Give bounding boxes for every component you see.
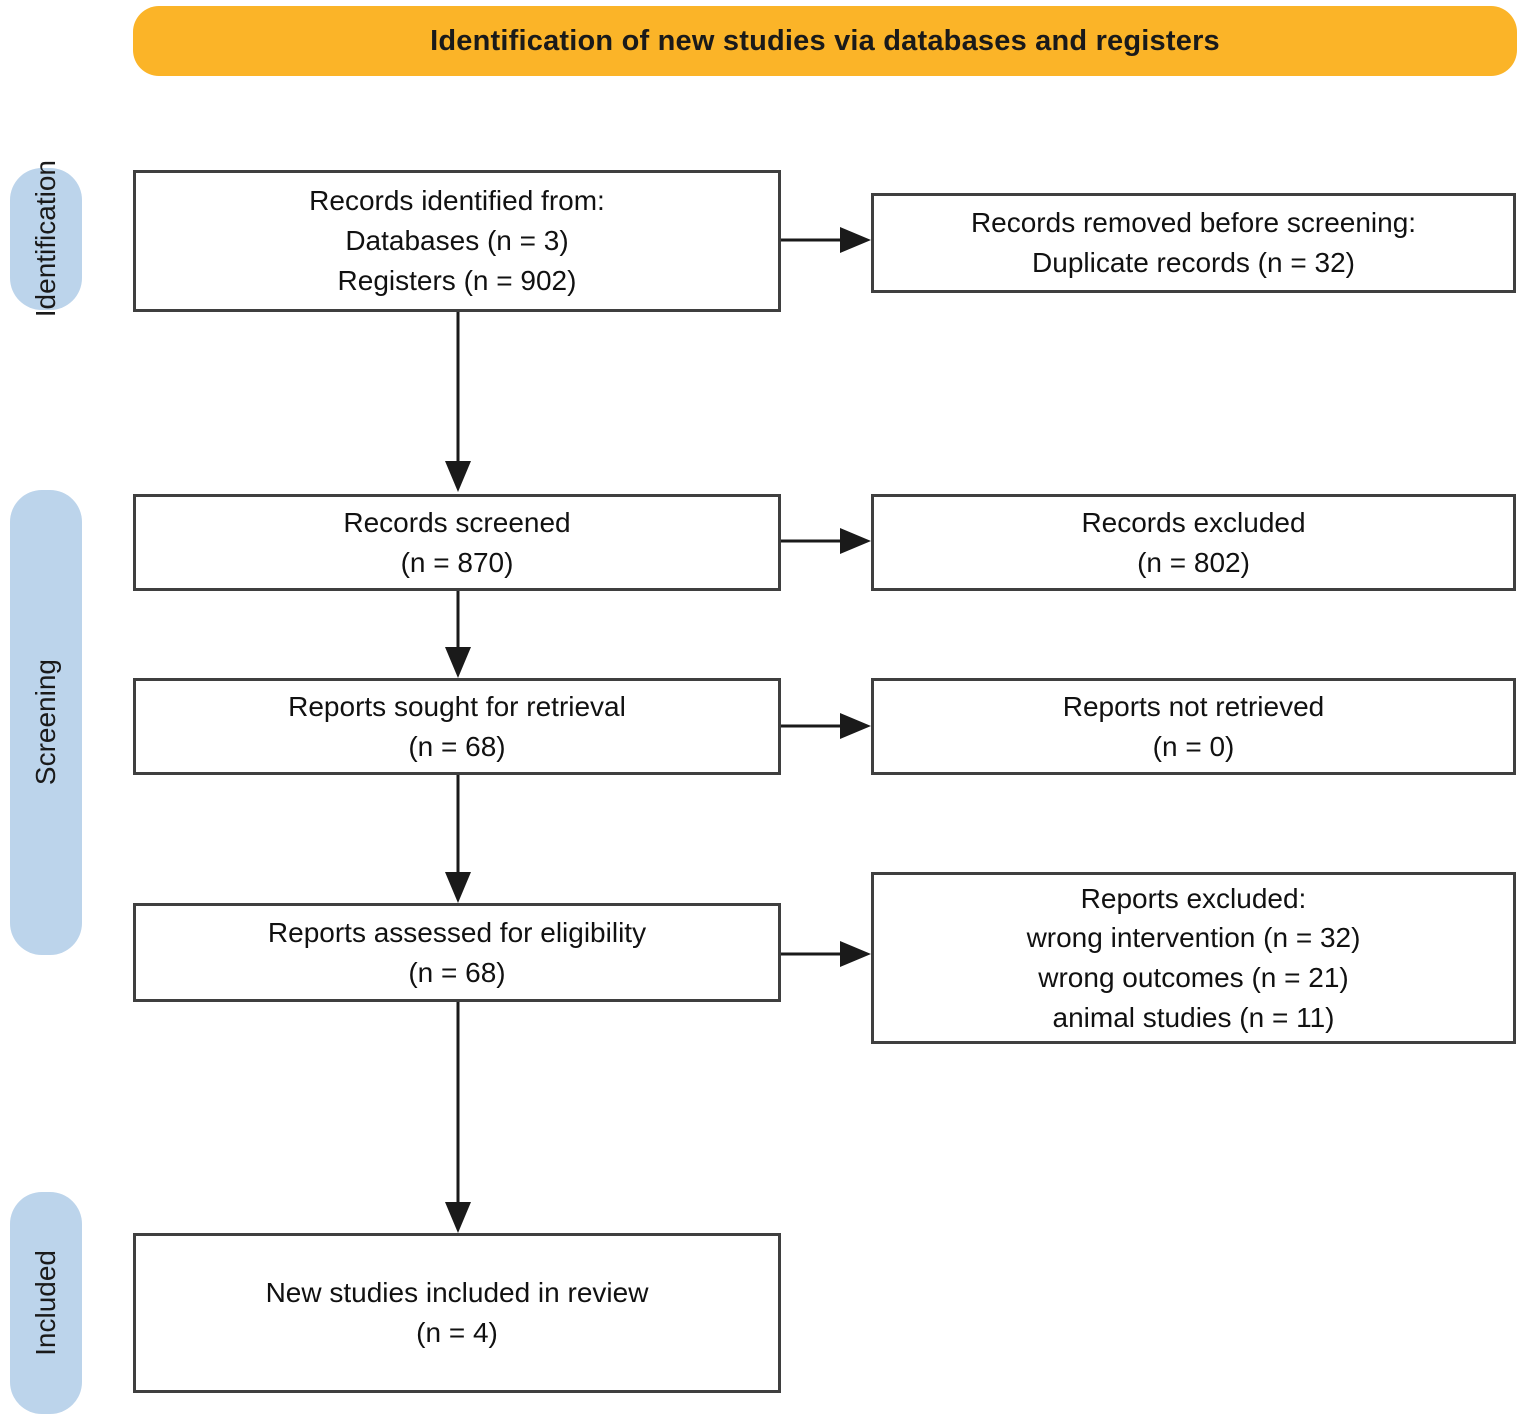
- box-line: wrong outcomes (n = 21): [1038, 962, 1349, 993]
- box-line: Records screened: [343, 506, 571, 538]
- stage-pill-identification: Identification: [10, 160, 82, 318]
- box-line: Records identified from:: [309, 185, 605, 217]
- box-records-removed: Records removed before screening: Duplic…: [871, 193, 1516, 293]
- banner-identification-via-databases: Identification of new studies via databa…: [133, 6, 1517, 76]
- stage-label-included: Included: [30, 1250, 61, 1356]
- box-line: wrong intervention (n = 32): [1026, 922, 1361, 954]
- box-reports-excluded: Reports excluded: wrong intervention (n …: [871, 872, 1516, 1044]
- banner-label: Identification of new studies via databa…: [430, 24, 1220, 57]
- box-records-excluded: Records excluded (n = 802): [871, 494, 1516, 591]
- arrow-screened-to-excluded: [781, 528, 871, 554]
- arrow-sought-to-assessed: [445, 775, 471, 903]
- box-records-screened: Records screened (n = 870): [133, 494, 781, 591]
- arrow-assessed-to-reports-excluded: [781, 941, 871, 967]
- box-reports-not-retrieved: Reports not retrieved (n = 0): [871, 678, 1516, 775]
- box-line: animal studies (n = 11): [1052, 1001, 1335, 1033]
- stage-pill-included: Included: [10, 1192, 82, 1414]
- arrow-identified-to-removed: [781, 227, 871, 253]
- arrow-identified-to-screened: [445, 312, 471, 492]
- stage-pill-screening: Screening: [10, 490, 82, 955]
- box-line: Duplicate records (n = 32): [1032, 247, 1355, 278]
- box-line: Records excluded: [1081, 506, 1306, 538]
- box-records-identified: Records identified from: Databases (n = …: [133, 170, 781, 312]
- arrow-sought-to-not-retrieved: [781, 713, 871, 739]
- box-line: (n = 802): [1137, 546, 1250, 578]
- box-line: Reports assessed for eligibility: [267, 916, 647, 948]
- box-line: Databases (n = 3): [345, 225, 569, 257]
- arrow-assessed-to-included: [445, 1002, 471, 1233]
- box-line: Registers (n = 902): [337, 264, 577, 296]
- box-line: (n = 4): [416, 1317, 498, 1348]
- box-line: Records removed before screening:: [970, 207, 1417, 239]
- box-reports-sought: Reports sought for retrieval (n = 68): [133, 678, 781, 775]
- box-line: (n = 870): [400, 546, 514, 578]
- box-line: New studies included in review: [265, 1277, 649, 1309]
- box-new-studies-included: New studies included in review (n = 4): [133, 1233, 781, 1393]
- box-line: (n = 68): [408, 956, 506, 988]
- box-line: Reports excluded:: [1080, 882, 1307, 914]
- box-line: (n = 0): [1152, 730, 1235, 762]
- stage-label-screening: Screening: [30, 659, 61, 786]
- box-line: (n = 68): [408, 730, 506, 762]
- box-reports-assessed: Reports assessed for eligibility (n = 68…: [133, 903, 781, 1002]
- box-line: Reports sought for retrieval: [288, 690, 626, 722]
- arrow-screened-to-sought: [445, 591, 471, 678]
- stage-label-identification: Identification: [30, 160, 61, 318]
- box-line: Reports not retrieved: [1062, 690, 1325, 722]
